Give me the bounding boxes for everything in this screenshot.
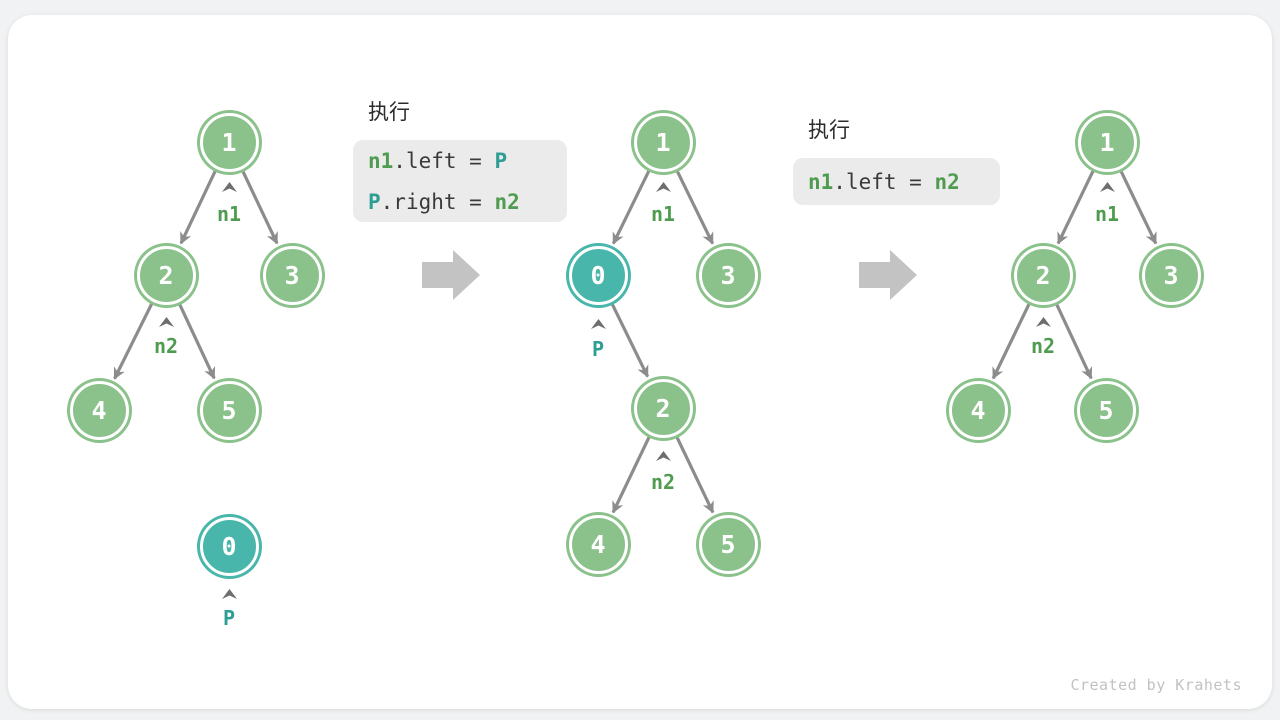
tree-node-after-insert-2: 2 — [633, 378, 693, 438]
tree-node-after-remove-4: 4 — [948, 380, 1008, 440]
pointer-label-after-insert-P: P — [591, 337, 605, 361]
pointer-label-after-remove-n1: n1 — [1094, 202, 1120, 226]
pointer-label-after-remove-n2: n2 — [1030, 334, 1056, 358]
tree-node-initial-0: 0 — [199, 516, 259, 576]
code-line-2-1: n1.left = n2 — [808, 169, 1000, 195]
pointer-label-initial-n2: n2 — [153, 334, 179, 358]
code-token: .left = — [393, 148, 495, 173]
code-line-1-1: n1.left = P — [368, 148, 567, 174]
tree-edge-after-remove-2-5 — [1054, 301, 1093, 380]
tree-node-after-remove-2: 2 — [1013, 245, 1073, 305]
code-line-1-2: P.right = n2 — [368, 189, 567, 215]
pointer-caret-initial-n2 — [158, 317, 174, 327]
tree-node-initial-5: 5 — [199, 380, 259, 440]
tree-node-after-remove-3: 3 — [1141, 245, 1201, 305]
code-token: n1 — [368, 148, 394, 173]
code-title-2: 执行 — [808, 118, 850, 142]
tree-edge-after-insert-2-5 — [674, 434, 715, 514]
tree-edge-after-remove-2-4 — [991, 301, 1032, 380]
tree-edge-initial-2-5 — [177, 301, 216, 380]
pointer-label-initial-n1: n1 — [216, 202, 242, 226]
transition-arrow-2 — [859, 250, 917, 300]
tree-node-after-remove-5: 5 — [1076, 380, 1136, 440]
pointer-caret-after-insert-n2 — [655, 451, 671, 461]
tree-edge-after-insert-2-4 — [611, 434, 652, 514]
pointer-caret-after-remove-n2 — [1035, 317, 1051, 327]
pointer-caret-after-remove-n1 — [1099, 182, 1115, 192]
tree-edge-after-insert-1-3 — [674, 168, 715, 245]
code-token: n2 — [934, 169, 960, 194]
code-token: n1 — [808, 169, 834, 194]
tree-edge-after-insert-0-2 — [609, 301, 650, 378]
tree-node-initial-4: 4 — [69, 380, 129, 440]
tree-node-after-insert-1: 1 — [633, 112, 693, 172]
tree-node-initial-1: 1 — [199, 112, 259, 172]
pointer-caret-after-insert-n1 — [655, 182, 671, 192]
tree-node-initial-3: 3 — [262, 245, 322, 305]
code-title-1: 执行 — [368, 100, 410, 124]
pointer-caret-initial-n1 — [221, 182, 237, 192]
tree-edge-initial-1-3 — [240, 168, 279, 245]
code-box-2: n1.left = n2 — [793, 158, 1000, 205]
pointer-caret-initial-P — [221, 589, 237, 599]
tree-edge-after-insert-1-0 — [611, 168, 652, 245]
tree-node-after-insert-4: 4 — [568, 514, 628, 574]
tree-edge-after-remove-1-3 — [1118, 168, 1158, 245]
pointer-label-after-insert-n1: n1 — [650, 202, 676, 226]
tree-node-initial-2: 2 — [136, 245, 196, 305]
code-token: .left = — [833, 169, 935, 194]
pointer-label-after-insert-n2: n2 — [650, 470, 676, 494]
code-token: .right = — [380, 189, 495, 214]
watermark: Created by Krahets — [1070, 676, 1242, 694]
tree-edge-initial-2-4 — [113, 301, 155, 380]
tree-edge-after-remove-1-2 — [1056, 168, 1096, 245]
tree-node-after-remove-1: 1 — [1077, 112, 1137, 172]
pointer-caret-after-insert-P — [590, 319, 606, 329]
code-token: n2 — [494, 189, 520, 214]
tree-node-after-insert-0: 0 — [568, 245, 628, 305]
code-token: P — [494, 148, 508, 173]
tree-node-after-insert-3: 3 — [698, 245, 758, 305]
tree-edge-initial-1-2 — [179, 168, 218, 245]
transition-arrow-1 — [422, 250, 480, 300]
code-token: P — [368, 189, 381, 214]
pointer-label-initial-P: P — [222, 606, 236, 630]
tree-node-after-insert-5: 5 — [698, 514, 758, 574]
